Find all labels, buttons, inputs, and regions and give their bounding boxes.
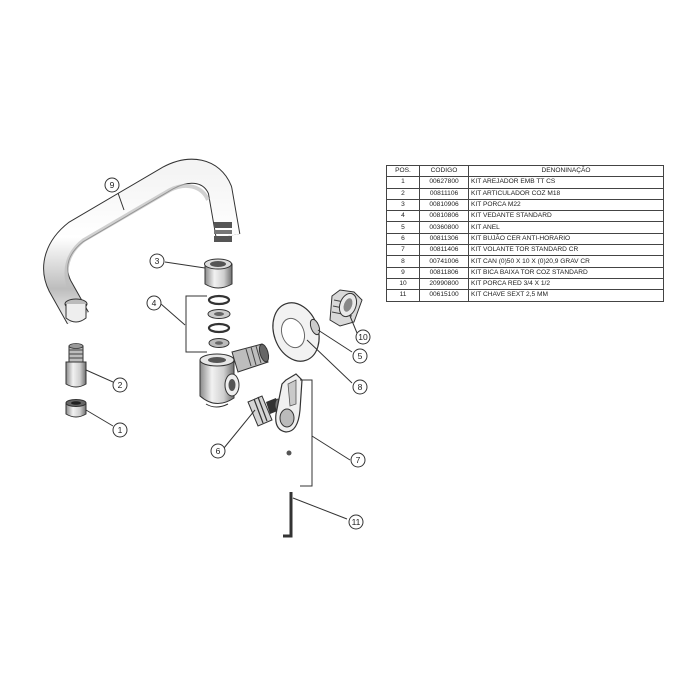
callout-6: 6 bbox=[210, 443, 226, 459]
cell-pos: 3 bbox=[386, 198, 420, 212]
parts-list-table: POS. CODIGO DENONINAÇÃO 1 00627800 KIT A… bbox=[386, 164, 664, 302]
cell-code: 00810806 bbox=[419, 210, 469, 223]
hex-key-part-11 bbox=[283, 492, 293, 538]
cell-desc: KIT BICA BAIXA TOR COZ STANDARD bbox=[468, 266, 664, 279]
cell-pos: 8 bbox=[386, 255, 420, 268]
header-pos: POS. bbox=[386, 164, 420, 178]
callout-2: 2 bbox=[112, 377, 128, 393]
cell-desc: KIT ARTICULADOR COZ M18 bbox=[468, 187, 664, 200]
svg-text:4: 4 bbox=[152, 298, 157, 308]
table-row: 8 00741006 KIT CAN (0)50 X 10 X (0)20,9 … bbox=[386, 255, 664, 268]
leader-lines bbox=[85, 192, 358, 520]
table-row: 5 00360800 KIT ANEL bbox=[386, 221, 664, 234]
articulator-part-2 bbox=[65, 343, 87, 388]
svg-text:1: 1 bbox=[118, 425, 123, 435]
callout-5: 5 bbox=[352, 348, 368, 364]
table-row: 4 00810806 KIT VEDANTE STANDARD bbox=[386, 210, 664, 223]
cell-pos: 10 bbox=[386, 277, 420, 291]
cell-desc: KIT CAN (0)50 X 10 X (0)20,9 GRAV CR bbox=[468, 255, 664, 268]
cell-pos: 9 bbox=[386, 266, 420, 279]
table-row: 9 00811806 KIT BICA BAIXA TOR COZ STANDA… bbox=[386, 266, 664, 279]
cell-desc: KIT PORCA RED 3/4 X 1/2 bbox=[468, 277, 664, 291]
cell-pos: 6 bbox=[386, 232, 420, 246]
handle-part-7 bbox=[275, 373, 303, 456]
callout-3: 3 bbox=[149, 253, 165, 269]
svg-text:8: 8 bbox=[358, 382, 363, 392]
table-row: 2 00811106 KIT ARTICULADOR COZ M18 bbox=[386, 187, 664, 200]
table-row: 6 00811306 KIT BUJÃO CER ANTI-HORARIO bbox=[386, 232, 664, 246]
svg-text:6: 6 bbox=[216, 446, 221, 456]
cell-code: 00627800 bbox=[419, 176, 469, 189]
svg-text:5: 5 bbox=[358, 351, 363, 361]
cell-desc: KIT VEDANTE STANDARD bbox=[468, 210, 664, 223]
svg-text:9: 9 bbox=[110, 180, 115, 190]
header-code: CODIGO bbox=[419, 164, 469, 178]
table-row: 10 20990800 KIT PORCA RED 3/4 X 1/2 bbox=[386, 277, 664, 291]
callout-10: 10 bbox=[355, 329, 371, 345]
callout-11: 11 bbox=[348, 514, 364, 530]
cell-pos: 2 bbox=[386, 187, 420, 200]
cell-code: 00811106 bbox=[419, 187, 469, 200]
reducing-nut-part-10 bbox=[329, 289, 363, 327]
table-row: 1 00627800 KIT AREJADOR EMB TT CS bbox=[386, 176, 664, 189]
aerator-part-1 bbox=[65, 399, 87, 418]
valve-body-part-8 bbox=[199, 343, 270, 408]
cell-code: 00741006 bbox=[419, 255, 469, 268]
cell-pos: 4 bbox=[386, 210, 420, 223]
callout-4: 4 bbox=[146, 295, 162, 311]
cell-desc: KIT AREJADOR EMB TT CS bbox=[468, 176, 664, 189]
cell-desc: KIT VOLANTE TOR STANDARD CR bbox=[468, 244, 664, 257]
cell-code: 00360800 bbox=[419, 221, 469, 234]
callout-9: 9 bbox=[104, 177, 120, 193]
cell-code: 00811806 bbox=[419, 266, 469, 279]
svg-text:3: 3 bbox=[155, 256, 160, 266]
cell-pos: 7 bbox=[386, 244, 420, 257]
header-desc: DENONINAÇÃO bbox=[468, 164, 664, 178]
spout-part-9 bbox=[43, 158, 241, 325]
callout-8: 8 bbox=[352, 379, 368, 395]
nut-part-3 bbox=[204, 258, 233, 289]
rosette-part-8 bbox=[272, 302, 321, 362]
cell-code: 20990800 bbox=[419, 277, 469, 291]
svg-text:10: 10 bbox=[358, 332, 368, 342]
svg-text:2: 2 bbox=[118, 380, 123, 390]
cell-code: 00811306 bbox=[419, 232, 469, 246]
svg-text:7: 7 bbox=[356, 455, 361, 465]
callout-1: 1 bbox=[112, 422, 128, 438]
cell-desc: KIT BUJÃO CER ANTI-HORARIO bbox=[468, 232, 664, 246]
svg-text:11: 11 bbox=[352, 517, 361, 527]
table-row: 3 00810906 KIT PORCA M22 bbox=[386, 198, 664, 212]
cell-desc: KIT CHAVE SEXT 2,5 MM bbox=[468, 289, 664, 302]
cell-pos: 1 bbox=[386, 176, 420, 189]
cell-pos: 11 bbox=[386, 289, 420, 302]
table-row: 7 00811406 KIT VOLANTE TOR STANDARD CR bbox=[386, 244, 664, 257]
cell-code: 00615100 bbox=[419, 289, 469, 302]
seals-part-4 bbox=[207, 294, 231, 348]
cell-desc: KIT PORCA M22 bbox=[468, 198, 664, 212]
cell-code: 00810906 bbox=[419, 198, 469, 212]
table-row: 11 00615100 KIT CHAVE SEXT 2,5 MM bbox=[386, 289, 664, 302]
table-header-row: POS. CODIGO DENONINAÇÃO bbox=[386, 164, 664, 178]
cell-code: 00811406 bbox=[419, 244, 469, 257]
callout-7: 7 bbox=[350, 452, 366, 468]
cell-desc: KIT ANEL bbox=[468, 221, 664, 234]
cell-pos: 5 bbox=[386, 221, 420, 234]
